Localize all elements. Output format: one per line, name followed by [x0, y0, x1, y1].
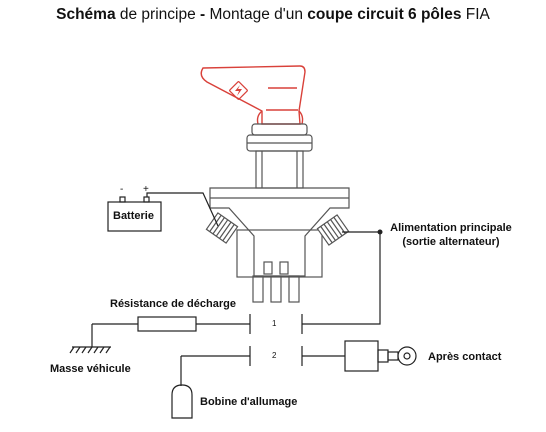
alimentation-line-1: Alimentation principale — [390, 222, 512, 234]
switch-handle — [200, 65, 306, 125]
terminal-left — [205, 212, 239, 244]
resistance-label: Résistance de décharge — [110, 298, 236, 310]
title-part-6: FIA — [461, 6, 490, 23]
masse-label: Masse véhicule — [50, 363, 131, 375]
wire-junction — [377, 229, 383, 235]
bobine-label: Bobine d'allumage — [200, 396, 298, 408]
battery-minus-label: - — [120, 184, 124, 195]
wire-alimentation — [302, 231, 381, 325]
diagram-title: Schéma de principe - Montage d'un coupe … — [0, 6, 546, 24]
battery-plus-label: + — [143, 184, 149, 195]
contact-1-label: 1 — [272, 319, 277, 328]
title-part-4: Montage d'un — [205, 6, 308, 23]
switch-body — [209, 123, 350, 303]
title-part-3: - — [200, 6, 206, 23]
title-part-1: Schéma — [56, 6, 116, 23]
wire-battery-terminal — [146, 192, 219, 227]
alimentation-line-2: (sortie alternateur) — [402, 236, 500, 248]
ignition-key-icon — [344, 340, 417, 372]
ground-symbol-icon — [69, 346, 111, 354]
alimentation-label: Alimentation principale (sortie alternat… — [386, 222, 516, 248]
apres-contact-label: Après contact — [428, 351, 502, 363]
lightning-icon — [229, 81, 248, 100]
contact-2-circuit — [180, 346, 345, 386]
title-part-5: coupe circuit 6 pôles — [307, 6, 462, 23]
bobine-icon — [171, 384, 193, 419]
contact-1-circuit — [91, 314, 303, 347]
title-part-2: de principe — [115, 6, 201, 23]
terminal-right — [316, 214, 350, 246]
contact-2-label: 2 — [272, 351, 277, 360]
battery-label: Batterie — [113, 210, 154, 222]
